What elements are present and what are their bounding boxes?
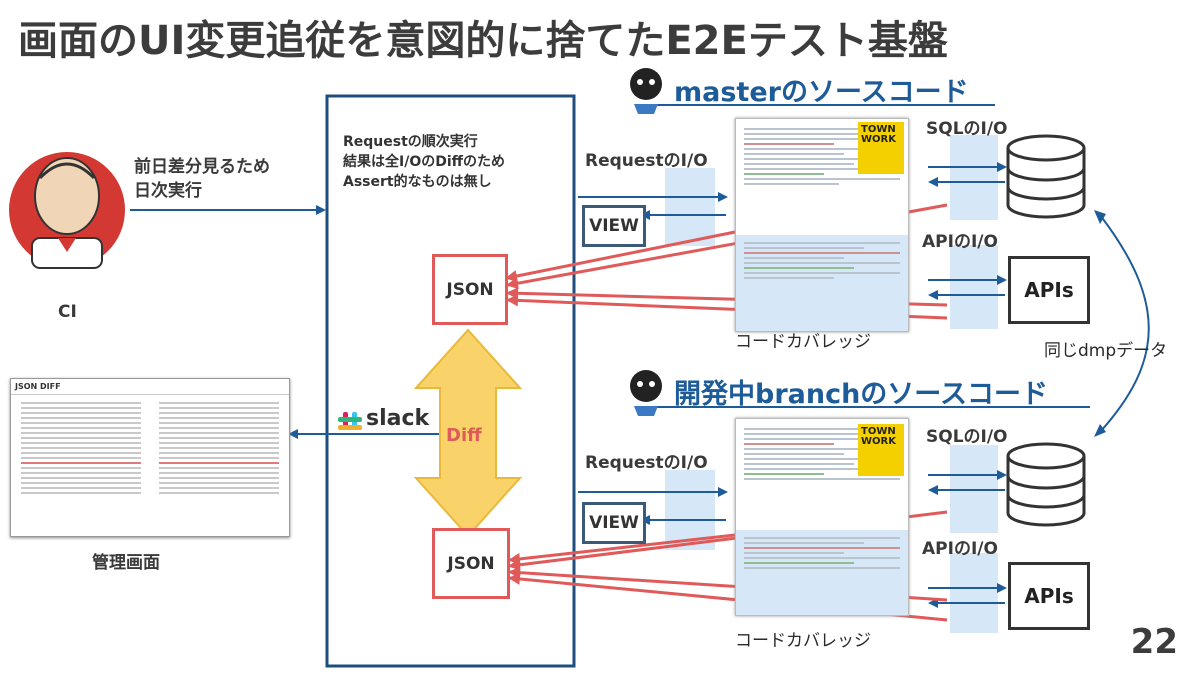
- branch-json-box: JSON: [432, 528, 510, 599]
- branch-request-to-json-arrow: [508, 533, 736, 565]
- branch-database-icon: [1006, 442, 1086, 527]
- admin-caption: 管理画面: [92, 553, 160, 573]
- branch-api-shade: [950, 553, 998, 633]
- master-coverage-label: コードカバレッジ: [735, 332, 871, 352]
- branch-request-io-label: RequestのI/O: [585, 453, 708, 473]
- admin-right-column: [155, 399, 283, 532]
- branch-view-box: VIEW: [582, 502, 646, 544]
- runner-box: [325, 94, 576, 668]
- slack-icon: [338, 412, 362, 430]
- shared-dump-label: 同じdmpデータ: [1044, 341, 1168, 361]
- branch-api-io-label: APIのI/O: [922, 539, 998, 559]
- slack-label: slack: [366, 406, 430, 431]
- ci-label: CI: [58, 302, 77, 322]
- page-title: 画面のUI変更追従を意図的に捨てたE2Eテスト基盤: [18, 18, 948, 64]
- master-json-box: JSON: [432, 254, 508, 325]
- master-title: masterのソースコード: [674, 77, 969, 108]
- master-request-io-label: RequestのI/O: [585, 151, 708, 171]
- master-api-shade: [950, 245, 998, 329]
- master-code-screenshot: [735, 118, 909, 332]
- diff-label: Diff: [446, 425, 482, 446]
- master-request-to-json-arrow: [505, 230, 736, 282]
- branch-sql-io-label: SQLのI/O: [926, 427, 1008, 447]
- master-townwork-logo: TOWN WORK: [858, 122, 904, 174]
- master-apis-box: APIs: [1008, 256, 1090, 324]
- branch-coverage-label: コードカバレッジ: [735, 631, 871, 651]
- master-github-icon: [630, 68, 662, 114]
- master-request-shade: [665, 168, 715, 246]
- admin-panel: JSON DIFF: [10, 378, 290, 537]
- shared-dump-curve: [1099, 214, 1150, 433]
- branch-title: 開発中branchのソースコード: [674, 379, 1048, 410]
- ci-trigger-text: 前日差分見るため 日次実行: [134, 157, 270, 201]
- master-sql-io-label: SQLのI/O: [926, 119, 1008, 139]
- master-sql-shade: [950, 135, 998, 220]
- admin-left-column: [17, 399, 145, 532]
- master-api-io-label: APIのI/O: [922, 232, 998, 252]
- branch-apis-box: APIs: [1008, 562, 1090, 630]
- runner-description: Requestの順次実行 結果は全I/OのDiffのため Assert的なものは…: [343, 134, 505, 190]
- branch-townwork-logo: TOWN WORK: [858, 424, 904, 476]
- jenkins-icon: [9, 152, 125, 269]
- master-view-box: VIEW: [582, 205, 646, 247]
- master-database-icon: [1006, 134, 1086, 219]
- page-number: 22: [1130, 622, 1178, 662]
- branch-github-icon: [630, 370, 662, 416]
- admin-panel-title: JSON DIFF: [11, 379, 289, 395]
